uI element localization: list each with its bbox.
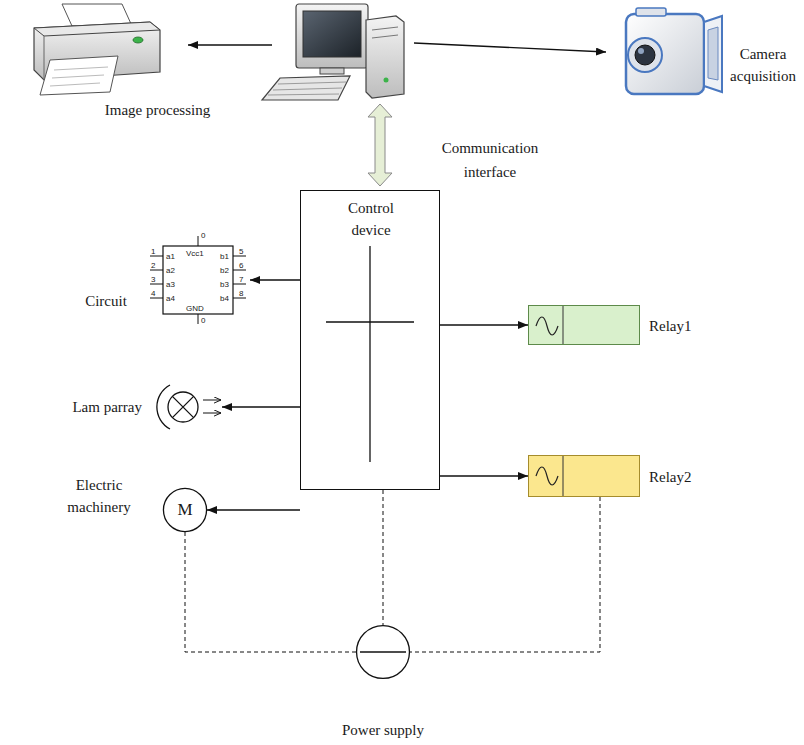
control-arrow xyxy=(222,406,300,407)
relay-box: Relay1 xyxy=(528,305,640,345)
node-label: Control device xyxy=(331,197,411,241)
control-cross-part xyxy=(369,246,370,462)
relay-box: Relay2 xyxy=(528,455,640,497)
computer-icon-part xyxy=(303,11,361,57)
node-caption: Camera acquisition xyxy=(726,43,800,87)
camera-icon-part xyxy=(628,38,662,72)
lamp-array-symbol-part xyxy=(168,392,198,422)
communication-double-arrow xyxy=(368,104,392,186)
power-supply-circle-outline xyxy=(356,625,410,679)
pin-label: 1 xyxy=(151,247,155,256)
output-arrows-part xyxy=(188,44,272,45)
printer-node: Image processing xyxy=(25,3,170,93)
motor-circle: MElectric machinery xyxy=(163,488,207,532)
node-caption: Image processing xyxy=(70,99,245,121)
power-line xyxy=(383,490,384,625)
pin-label: 7 xyxy=(239,275,243,284)
node-label: M xyxy=(163,499,207,521)
pin-label: a1 xyxy=(166,252,175,261)
lamp-array-symbol xyxy=(157,385,221,429)
printer-icon-part xyxy=(34,22,160,36)
pin-label: 0 xyxy=(201,316,205,325)
power-supply-circle-outline-part xyxy=(357,626,410,679)
lamp-array-node: Lam parray xyxy=(148,383,222,431)
camera-icon-part xyxy=(704,16,722,92)
computer-icon-part xyxy=(384,78,389,83)
power-line xyxy=(185,532,356,652)
camera-node: Camera acquisition xyxy=(612,3,725,103)
computer-icon-part xyxy=(268,82,346,95)
control-arrow xyxy=(440,324,528,325)
relay-box-outline-part xyxy=(536,317,558,335)
printer-icon-part xyxy=(50,67,108,86)
printer-icon-part xyxy=(133,37,143,43)
motor-circle-outline-part xyxy=(163,488,206,531)
control-box: Control device xyxy=(300,190,440,490)
printer-icon-part xyxy=(62,4,132,26)
relay-box-outline xyxy=(529,306,639,344)
pin-label: 8 xyxy=(239,289,243,298)
chip-symbol xyxy=(150,236,246,324)
computer-icon xyxy=(262,4,404,100)
camera-icon-part xyxy=(708,27,718,80)
computer-icon-part xyxy=(296,4,368,68)
control-arrow xyxy=(440,475,528,476)
pin-label: Vcc1 xyxy=(186,249,204,258)
camera-icon-part xyxy=(636,8,666,16)
node-caption: Power supply xyxy=(313,719,453,741)
pin-label: GND xyxy=(186,304,204,313)
output-arrows-part xyxy=(414,43,606,52)
interface-label: Communication interface xyxy=(435,136,545,184)
node-caption: Relay2 xyxy=(649,466,719,488)
node-caption: Relay1 xyxy=(649,315,719,337)
pin-label: 4 xyxy=(151,289,155,298)
pin-label: b2 xyxy=(220,266,229,275)
pin-label: 2 xyxy=(151,261,155,270)
pin-label: b4 xyxy=(220,294,229,303)
computer-icon-part xyxy=(372,27,398,38)
chip-symbol-part xyxy=(150,236,246,324)
printer-icon xyxy=(34,4,160,95)
pin-label: a4 xyxy=(166,294,175,303)
pin-label: a2 xyxy=(166,266,175,275)
control-cross xyxy=(326,246,414,462)
pin-label: a3 xyxy=(166,280,175,289)
lamp-array-symbol-part xyxy=(157,385,170,429)
camera-icon-part xyxy=(626,14,704,94)
camera-icon-part xyxy=(638,48,644,54)
control-arrow xyxy=(250,279,300,280)
printer-icon-part xyxy=(44,36,45,80)
lamp-array-symbol-part xyxy=(203,400,221,401)
relay-box-outline-part xyxy=(563,306,564,344)
power-line xyxy=(410,497,600,652)
camera-icon-part xyxy=(635,45,655,65)
output-arrows xyxy=(188,43,606,52)
pin-label: b3 xyxy=(220,280,229,289)
computer-icon-part xyxy=(320,68,344,74)
control-cross-part xyxy=(326,321,414,322)
power-supply-circle: Power supply xyxy=(356,625,410,679)
lamp-array-symbol-part xyxy=(203,413,221,414)
node-caption: Electric machinery xyxy=(51,474,147,518)
pin-label: 6 xyxy=(239,261,243,270)
power-supply-circle-outline-part xyxy=(360,651,406,652)
pin-label: 5 xyxy=(239,247,243,256)
node-caption: Circuit xyxy=(75,290,137,312)
control-arrow xyxy=(207,509,300,510)
computer-icon-part xyxy=(366,16,404,98)
pin-label: 3 xyxy=(151,275,155,284)
lamp-array-symbol-part xyxy=(172,396,193,417)
pin-label: b1 xyxy=(220,252,229,261)
node-caption: Lam parray xyxy=(64,396,142,418)
pin-label: 0 xyxy=(201,231,205,240)
computer-icon-part xyxy=(262,76,350,100)
relay-box-outline xyxy=(529,456,639,496)
communication-double-arrow-part xyxy=(368,104,392,186)
chip-symbol-part xyxy=(163,246,233,314)
relay-box-outline-part xyxy=(563,456,564,496)
printer-icon-part xyxy=(40,56,118,95)
camera-icon xyxy=(626,8,722,94)
relay-box-outline-part xyxy=(536,467,558,485)
